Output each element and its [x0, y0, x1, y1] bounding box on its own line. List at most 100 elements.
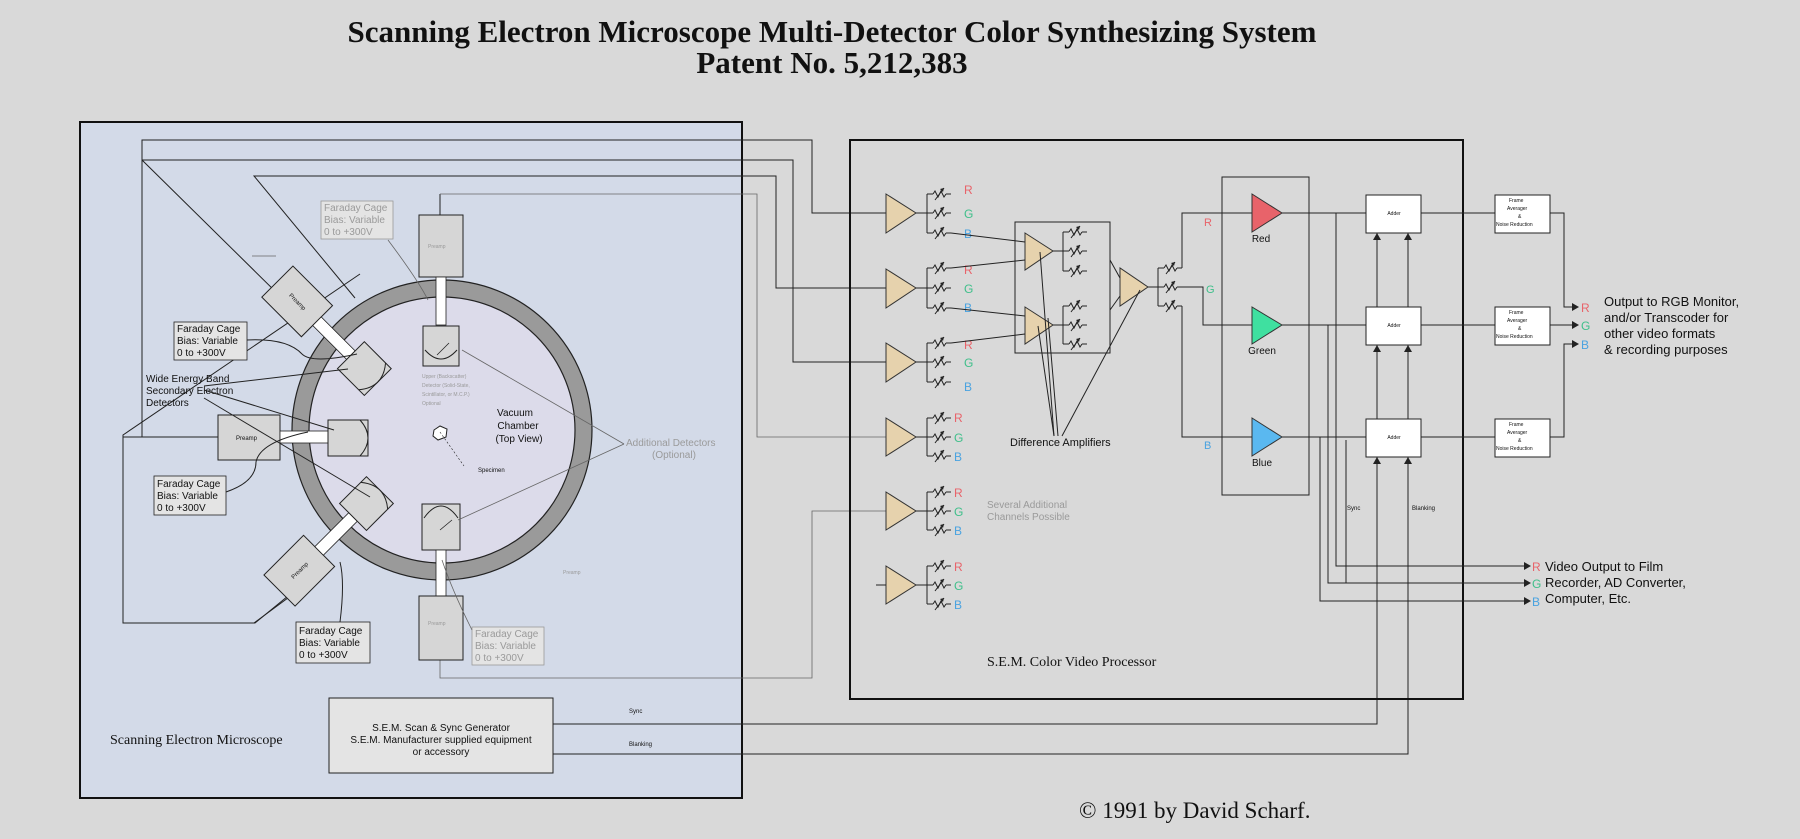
svg-text:G: G — [954, 505, 963, 519]
specimen-label: Specimen — [478, 468, 505, 474]
faraday-cage-bottom-left: Faraday Cage Bias: Variable 0 to +300V — [295, 561, 371, 664]
svg-text:Optional: Optional — [422, 401, 441, 407]
svg-text:other video formats: other video formats — [1604, 326, 1716, 341]
svg-text:and/or Transcoder for: and/or Transcoder for — [1604, 310, 1729, 325]
color-r-label: R — [1204, 217, 1212, 229]
svg-text:B: B — [964, 380, 972, 394]
svg-text:R: R — [954, 486, 963, 500]
svg-text:Noise Reduction: Noise Reduction — [1496, 334, 1533, 340]
scan-sync-generator: S.E.M. Scan & Sync Generator S.E.M. Manu… — [328, 697, 554, 774]
adders: Adder Adder Adder — [1282, 194, 1422, 480]
svg-text:Noise Reduction: Noise Reduction — [1496, 222, 1533, 228]
faraday-cage-upper-left: Faraday Cage Bias: Variable 0 to +300V — [173, 321, 358, 361]
svg-text:Adder: Adder — [1387, 435, 1401, 441]
copyright: © 1991 by David Scharf. — [1079, 798, 1310, 823]
svg-text:Wide Energy Band: Wide Energy Band — [146, 374, 229, 385]
sync-label-sem: Sync — [629, 709, 642, 715]
svg-text:or accessory: or accessory — [413, 747, 470, 758]
input-channels — [876, 187, 952, 611]
svg-text:G: G — [964, 356, 973, 370]
svg-text:0 to +300V: 0 to +300V — [177, 348, 226, 359]
upper-detector: Preamp — [418, 214, 464, 367]
svg-text:Averager: Averager — [1507, 206, 1528, 212]
out-video-g: G — [1532, 577, 1541, 591]
svg-text:Preamp: Preamp — [428, 621, 446, 627]
blanking-wire — [553, 450, 1409, 755]
svg-text:Output to RGB Monitor,: Output to RGB Monitor, — [1604, 294, 1739, 309]
chamber-label-3: (Top View) — [495, 434, 542, 445]
out-rgb-r: R — [1581, 301, 1590, 315]
svg-text:Adder: Adder — [1387, 323, 1401, 329]
svg-text:R: R — [964, 263, 973, 277]
sync-wire — [553, 450, 1378, 725]
chamber-label-2: Chamber — [497, 421, 539, 432]
color-amplifiers — [1181, 176, 1310, 496]
additional-detectors-label: Additional Detectors (Optional) — [457, 349, 716, 521]
svg-text:Frame: Frame — [1509, 198, 1524, 204]
faraday-cage-bottom: Faraday Cage Bias: Variable 0 to +300V — [441, 559, 545, 666]
svg-text:G: G — [964, 207, 973, 221]
svg-text:Bias: Variable: Bias: Variable — [324, 215, 385, 226]
upper-detector-label: Upper (Backscatter) Detector (Solid-Stat… — [422, 374, 470, 407]
blue-amp-icon — [1251, 417, 1283, 457]
svg-text:Preamp: Preamp — [428, 244, 446, 250]
svg-text:Detectors: Detectors — [146, 398, 189, 409]
svg-text:Faraday Cage: Faraday Cage — [157, 479, 221, 490]
blue-label: Blue — [1252, 458, 1272, 469]
svg-text:&: & — [1518, 438, 1522, 444]
out-rgb-b: B — [1581, 338, 1589, 352]
svg-text:Additional Detectors: Additional Detectors — [626, 438, 716, 449]
svg-text:& recording purposes: & recording purposes — [1604, 342, 1728, 357]
svg-text:B: B — [964, 301, 972, 315]
svg-text:0 to +300V: 0 to +300V — [475, 653, 524, 664]
svg-text:Detector (Solid-State,: Detector (Solid-State, — [422, 383, 470, 389]
processor-box — [849, 139, 1464, 700]
svg-text:B: B — [954, 524, 962, 538]
output-video-text: Video Output to Film Recorder, AD Conver… — [1545, 559, 1686, 606]
svg-text:R: R — [954, 411, 963, 425]
svg-text:0 to +300V: 0 to +300V — [324, 227, 373, 238]
svg-text:Bias: Variable: Bias: Variable — [475, 641, 536, 652]
out-video-b: B — [1532, 595, 1540, 609]
svg-text:R: R — [964, 183, 973, 197]
svg-text:G: G — [954, 431, 963, 445]
svg-text:Computer, Etc.: Computer, Etc. — [1545, 591, 1631, 606]
faraday-cage-left: Faraday Cage Bias: Variable 0 to +300V — [153, 431, 309, 516]
several-additional-1: Several Additional — [987, 500, 1067, 511]
color-g-label: G — [1206, 284, 1215, 296]
wide-band-label: Wide Energy Band Secondary Electron Dete… — [146, 368, 371, 498]
svg-text:S.E.M. Scan & Sync Generator: S.E.M. Scan & Sync Generator — [372, 723, 511, 734]
svg-text:Averager: Averager — [1507, 318, 1528, 324]
svg-text:Faraday Cage: Faraday Cage — [177, 324, 241, 335]
svg-text:R: R — [964, 338, 973, 352]
frame-averagers: Frame Averager & Noise Reduction Frame A… — [1421, 194, 1579, 458]
svg-text:B: B — [964, 227, 972, 241]
chamber-label-1: Vacuum — [497, 408, 533, 419]
svg-text:Frame: Frame — [1509, 310, 1524, 316]
title-line-1: Scanning Electron Microscope Multi-Detec… — [348, 14, 1317, 49]
blanking-label-proc: Blanking — [1412, 506, 1435, 512]
green-label: Green — [1248, 346, 1276, 357]
svg-text:Averager: Averager — [1507, 430, 1528, 436]
svg-text:Noise Reduction: Noise Reduction — [1496, 446, 1533, 452]
svg-text:B: B — [954, 450, 962, 464]
svg-text:Frame: Frame — [1509, 422, 1524, 428]
channel-letters: R G B R G B R G B R G B R G B R G B — [954, 183, 973, 612]
svg-text:Recorder, AD Converter,: Recorder, AD Converter, — [1545, 575, 1686, 590]
svg-text:Scintillator, or M.C.P.): Scintillator, or M.C.P.) — [422, 392, 470, 398]
difference-amplifiers-label: Difference Amplifiers — [1010, 437, 1111, 449]
svg-text:Video Output to Film: Video Output to Film — [1545, 559, 1663, 574]
svg-text:Bias: Variable: Bias: Variable — [299, 638, 360, 649]
svg-text:G: G — [964, 282, 973, 296]
svg-text:G: G — [954, 579, 963, 593]
svg-text:Bias: Variable: Bias: Variable — [157, 491, 218, 502]
svg-text:0 to +300V: 0 to +300V — [157, 503, 206, 514]
detector-wires — [122, 139, 886, 679]
blanking-label-sem: Blanking — [629, 742, 652, 748]
color-b-label: B — [1204, 440, 1211, 452]
optional-preamp-label: Preamp — [563, 570, 581, 576]
svg-text:&: & — [1518, 326, 1522, 332]
output-rgb-text: Output to RGB Monitor, and/or Transcoder… — [1604, 294, 1739, 357]
faraday-cage-top: Faraday Cage Bias: Variable 0 to +300V — [320, 200, 429, 301]
